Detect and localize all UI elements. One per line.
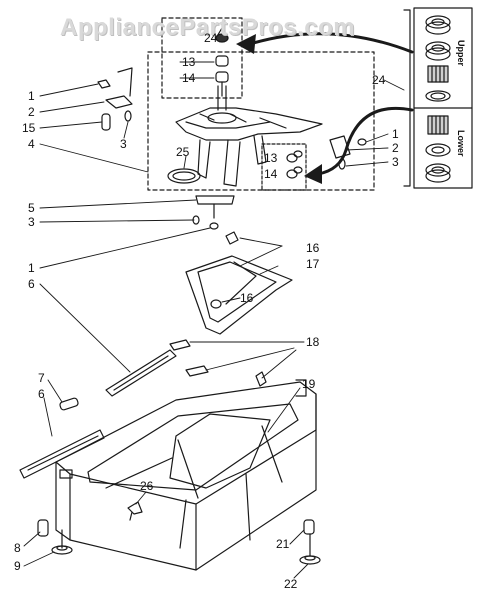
callout-5: 5 <box>28 201 35 215</box>
upper-bearing-4-icon <box>425 90 451 102</box>
callout-16-lower: 16 <box>240 291 254 305</box>
callout-15: 15 <box>22 121 36 135</box>
frame-17 <box>185 255 293 335</box>
lower-bearing-2-icon <box>425 143 451 157</box>
callout-9: 9 <box>14 559 21 573</box>
callout-17: 17 <box>306 257 320 271</box>
callout-6-upper: 6 <box>28 277 35 291</box>
callout-4: 4 <box>28 137 35 151</box>
curved-arrow-upper <box>248 32 414 54</box>
callout-18: 18 <box>306 335 320 349</box>
leader-lines <box>23 61 405 579</box>
bearing-panel <box>413 7 473 189</box>
bracket-5 <box>192 195 235 230</box>
lower-bearing-3-icon <box>425 163 451 183</box>
callout-16-top: 16 <box>306 241 320 255</box>
arrow-head-upper <box>236 34 256 54</box>
upper-bearing-1-icon <box>425 15 451 35</box>
bracket-24 <box>403 9 411 187</box>
bar-6-lower <box>19 429 105 479</box>
callout-3-mid: 3 <box>28 215 35 229</box>
callout-3-right: 3 <box>392 155 399 169</box>
base-frame-19 <box>55 379 317 571</box>
shaft-stack <box>215 27 229 111</box>
right-bearing-dashed-box <box>261 143 307 191</box>
callout-1-right: 1 <box>392 127 399 141</box>
callout-24-top: 24 <box>204 31 218 45</box>
arrow-head-lower <box>304 164 322 184</box>
callout-26: 26 <box>140 479 154 493</box>
callout-24: 24 <box>372 73 386 87</box>
upper-bearing-2-icon <box>425 41 451 61</box>
lower-group-label: Lower <box>456 130 466 157</box>
callout-14-right: 14 <box>264 167 278 181</box>
callout-7: 7 <box>38 371 45 385</box>
clip-right-group <box>329 135 367 170</box>
lower-bearing-1-icon <box>427 115 449 135</box>
callout-22: 22 <box>284 577 298 591</box>
callout-1-mid: 1 <box>28 261 35 275</box>
upper-bearing-3-icon <box>427 65 449 83</box>
callout-21: 21 <box>276 537 290 551</box>
callout-6-lower: 6 <box>38 387 45 401</box>
callout-2-right: 2 <box>392 141 399 155</box>
foot-right <box>299 519 321 565</box>
pad-7 <box>59 397 79 411</box>
callout-25: 25 <box>176 145 190 159</box>
upper-dashed-box <box>147 17 375 191</box>
callout-13-right: 13 <box>264 151 278 165</box>
callout-14-upper: 14 <box>182 71 196 85</box>
callout-1-upper-left: 1 <box>28 89 35 103</box>
upper-group-label: Upper <box>456 40 466 67</box>
pad-16-top <box>225 231 239 245</box>
callout-19: 19 <box>302 377 316 391</box>
transmission-spider <box>175 107 323 187</box>
callout-3-upper-left: 3 <box>120 137 127 151</box>
pads-18 <box>169 339 267 387</box>
foot-left <box>37 519 73 555</box>
ring-25 <box>167 168 201 184</box>
callout-2-upper-left: 2 <box>28 105 35 119</box>
callout-13-upper: 13 <box>182 55 196 69</box>
bar-6-upper <box>105 349 177 397</box>
right-13-14-parts <box>286 150 303 179</box>
clip-left-group <box>97 67 133 131</box>
callout-8: 8 <box>14 541 21 555</box>
clip-26 <box>127 501 143 521</box>
